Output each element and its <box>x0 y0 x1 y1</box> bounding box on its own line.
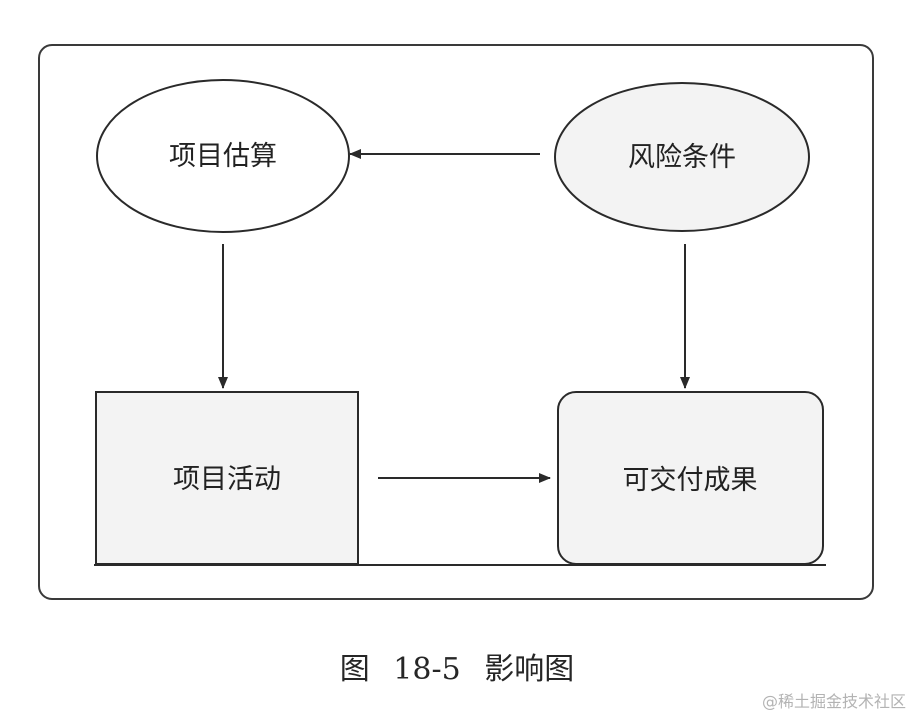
deliverables-label: 可交付成果 <box>623 465 758 496</box>
risk-conditions-label: 风险条件 <box>628 142 736 173</box>
figure-caption: 图 18-5 影响图 <box>339 652 575 687</box>
diagram-frame <box>38 44 874 600</box>
watermark: @稀土掘金技术社区 <box>761 692 906 711</box>
project-activity-node <box>95 391 359 565</box>
risk-conditions-node <box>554 82 810 232</box>
project-activity-label: 项目活动 <box>173 464 281 495</box>
project-estimate-label: 项目估算 <box>169 141 277 172</box>
